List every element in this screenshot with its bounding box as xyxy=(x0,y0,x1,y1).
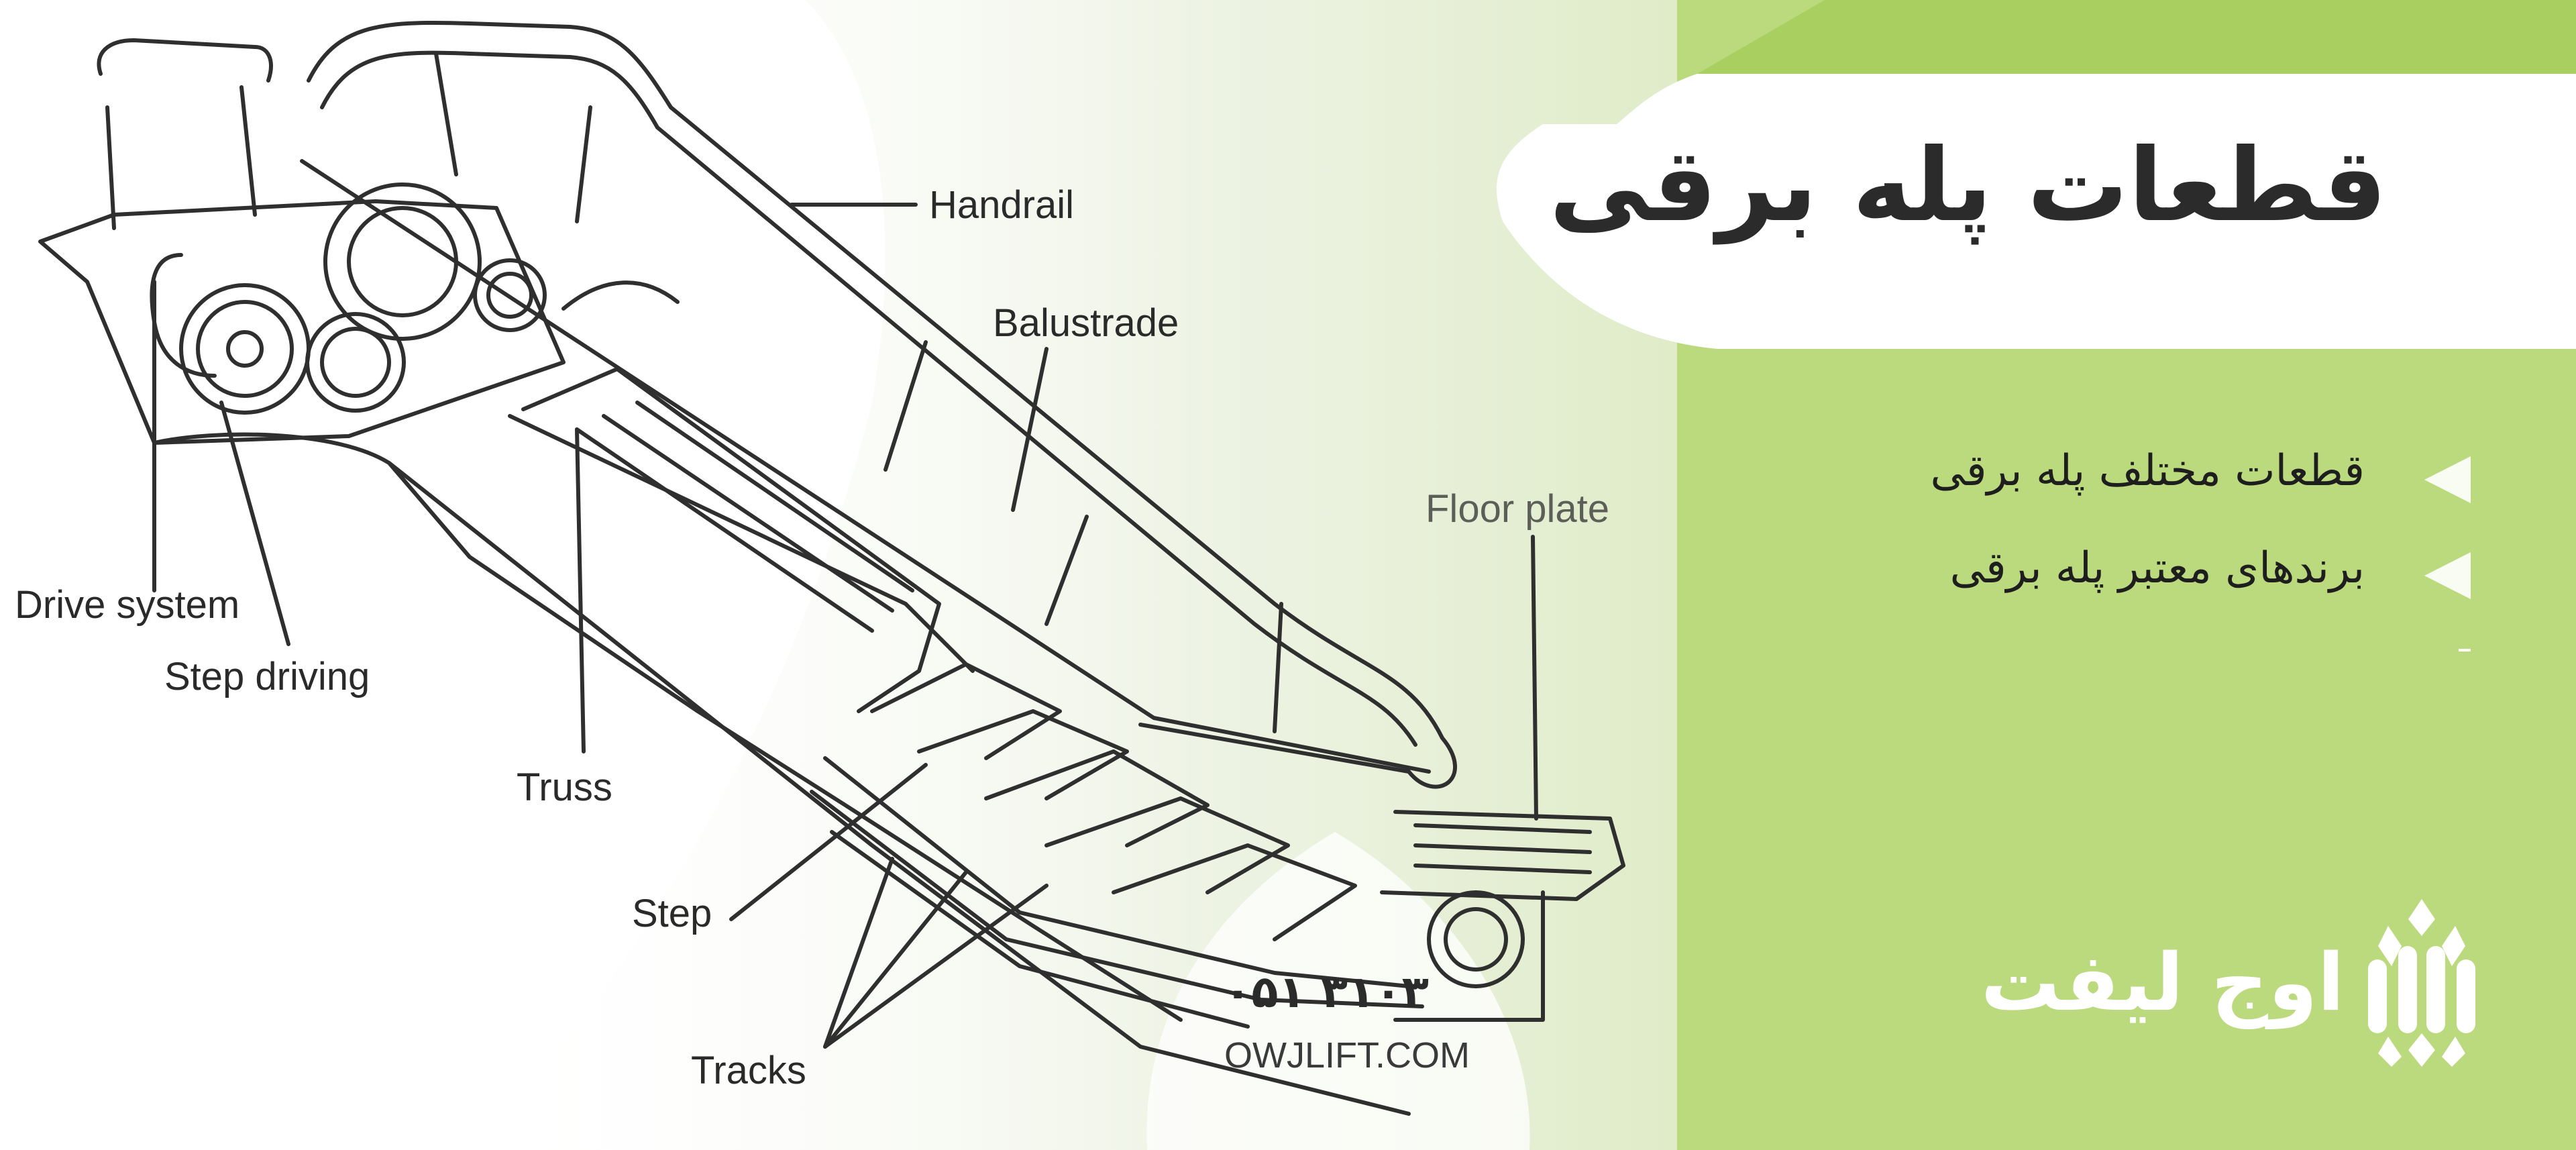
top-green-band xyxy=(1697,0,2576,74)
owjlift-logo-icon xyxy=(2368,899,2475,1067)
title-box-shape xyxy=(1496,74,2576,349)
bullet-tick xyxy=(2459,649,2471,651)
bullet-item-brands: برندهای معتبر پله برقی xyxy=(1949,543,2365,593)
phone-number: ۰۵۱ ۳۱۰۳ xyxy=(1224,966,1429,1018)
website-url: OWJLIFT.COM xyxy=(1224,1035,1470,1076)
escalator-drawing xyxy=(38,20,1625,1116)
label-balustrade: Balustrade xyxy=(993,301,1179,345)
label-handrail: Handrail xyxy=(929,183,1074,227)
label-floor-plate: Floor plate xyxy=(1426,487,1610,531)
label-drive-system: Drive system xyxy=(15,583,240,627)
label-truss: Truss xyxy=(517,766,612,809)
label-step-driving: Step driving xyxy=(164,655,370,698)
label-tracks: Tracks xyxy=(691,1049,806,1092)
label-step: Step xyxy=(632,892,712,935)
bullet-arrows xyxy=(2424,456,2471,599)
logo-wordmark: اوج لیفت xyxy=(1980,936,2345,1029)
page-title: قطعات پله برقی xyxy=(1549,127,2387,244)
bullet-item-parts: قطعات مختلف پله برقی xyxy=(1930,446,2365,496)
